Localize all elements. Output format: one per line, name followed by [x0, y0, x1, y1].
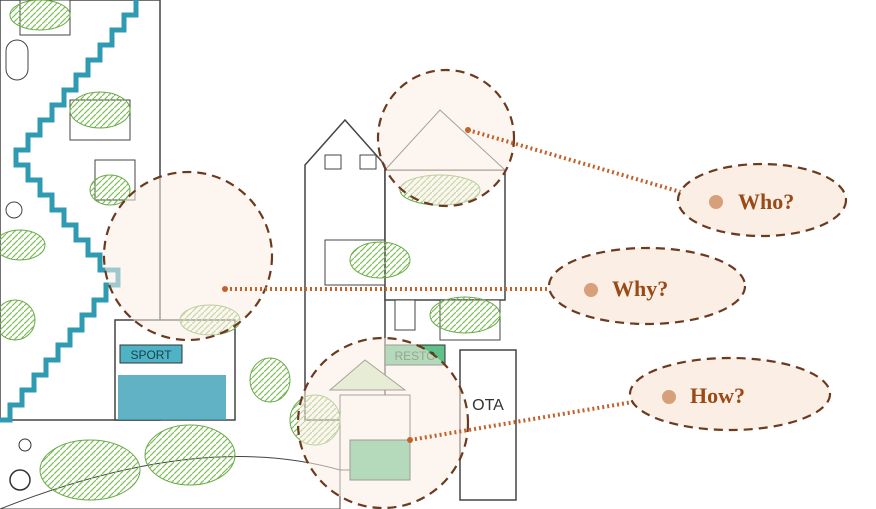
how-label: How? [690, 383, 745, 408]
who-label: Who? [738, 189, 794, 214]
how-leader-line [409, 394, 669, 442]
why-bullet-icon [584, 283, 598, 297]
highlight-circles [102, 68, 516, 509]
cyclist [9, 469, 31, 491]
who-bullet-icon [709, 195, 723, 209]
who-highlight-circle [376, 68, 516, 208]
how-bullet-icon [662, 390, 676, 404]
how-callout[interactable]: How? [628, 356, 832, 432]
how-highlight-circle [296, 336, 470, 509]
blue-staircase [0, 0, 139, 423]
sport-sign: SPORT [130, 348, 172, 362]
why-callout[interactable]: Why? [547, 246, 747, 326]
hotel-sign: OTA [472, 397, 504, 414]
park [0, 357, 341, 509]
why-highlight-circle [102, 170, 274, 342]
why-label: Why? [612, 276, 668, 301]
leader-lines [222, 127, 716, 443]
plants [69, 91, 131, 129]
who-callout[interactable]: Who? [676, 162, 848, 238]
